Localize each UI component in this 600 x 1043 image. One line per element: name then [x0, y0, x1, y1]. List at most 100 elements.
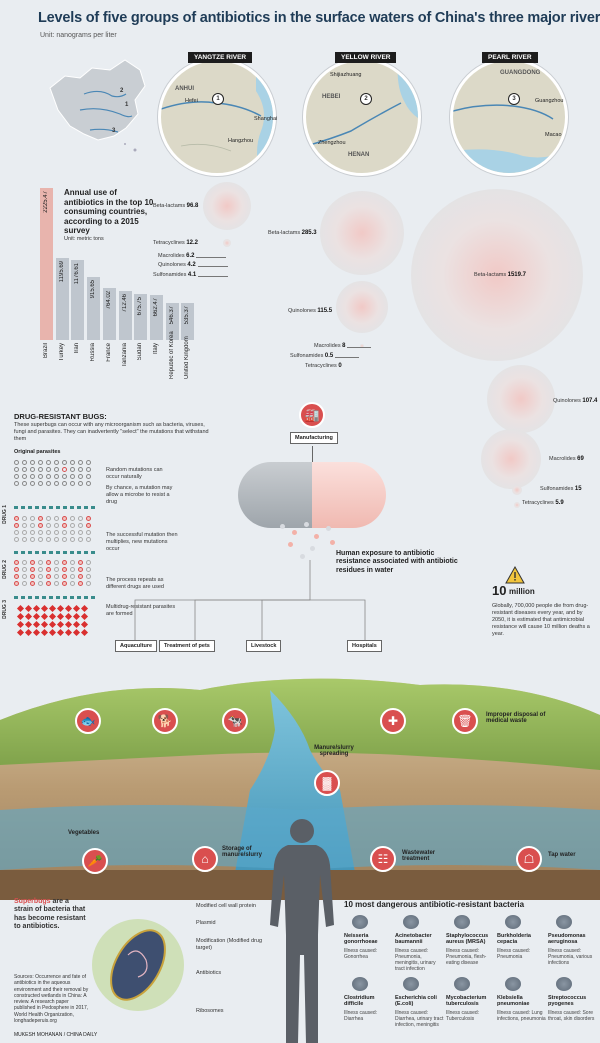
- annual-use-unit: Unit: metric tons: [64, 236, 104, 242]
- hospital-icon: ✚: [380, 708, 406, 734]
- drug-dash: [21, 596, 25, 599]
- bar-italy: [149, 294, 163, 340]
- bubble-pearl-sulfonamides: [512, 485, 522, 495]
- drug-dash: [28, 506, 32, 509]
- parasite: [22, 474, 27, 479]
- leader-line: [196, 257, 226, 258]
- parasite: [46, 581, 51, 586]
- drug-particle: [292, 530, 297, 535]
- parasite: [14, 530, 19, 535]
- overview-marker-2: 2: [120, 88, 124, 94]
- drug-dash: [91, 506, 95, 509]
- parasite: [14, 537, 19, 542]
- bubble-label-p1: Quinolones 107.4: [553, 398, 598, 404]
- vegetables-icon: 🥕: [82, 848, 108, 874]
- parasite: [30, 530, 35, 535]
- step-5: Multidrug-resistant parasites are formed: [106, 604, 176, 617]
- parasite: [86, 537, 91, 542]
- parasite: [30, 474, 35, 479]
- pearl-label: PEARL RIVER: [482, 52, 538, 63]
- drug-dash: [35, 596, 39, 599]
- parasite: [78, 530, 83, 535]
- parasite: [70, 574, 75, 579]
- parasite: [62, 567, 67, 572]
- parasite: [22, 560, 27, 565]
- source-aquaculture: Aquaculture: [115, 640, 158, 652]
- parasite: [14, 523, 19, 528]
- bubble-pearl-macrolides: [481, 429, 541, 489]
- bacterium-icon: [505, 977, 521, 991]
- parasite: [70, 567, 75, 572]
- credit: MUKESH MOHANAN / CHINA DAILY: [14, 1032, 98, 1038]
- drug-particle: [310, 546, 315, 551]
- parasite: [70, 560, 75, 565]
- bubble-label-y4: Sulfonamides 4.1: [153, 272, 197, 278]
- dog-icon: 🐕: [152, 708, 178, 734]
- parasite: [70, 516, 75, 521]
- bubble-label-y2: Macrolides 6.2: [158, 253, 195, 259]
- wastewater-label: Wastewater treatment: [402, 850, 436, 862]
- place-shijiazhuang: Shijiazhuang: [330, 72, 362, 78]
- parasite: [78, 574, 83, 579]
- place-shanghai: Shanghai: [254, 116, 278, 122]
- part-plasmid: Plasmid: [196, 920, 216, 926]
- original-parasites-label: Original parasites: [14, 449, 61, 455]
- bubble-label-y0: Beta-lactams 96.8: [153, 203, 199, 209]
- pill-capsule-left: [238, 462, 312, 528]
- parasite: [22, 567, 27, 572]
- factory-icon: 🏭: [299, 402, 325, 428]
- flow-lines: [134, 560, 366, 640]
- superbug-highlight: Superbugs: [14, 898, 51, 905]
- bacterium-name: Klebsiella pneumoniae: [497, 995, 530, 1008]
- storage-icon: ⌂: [192, 846, 218, 872]
- bacterium-name: Neisseria gonorrhoeae: [344, 933, 378, 946]
- human-silhouette: [270, 819, 334, 1043]
- drug-dash: [77, 596, 81, 599]
- yellow-label: YELLOW RIVER: [335, 52, 397, 63]
- parasite: [14, 516, 19, 521]
- ten-million-text: Globally, 700,000 people die from drug-r…: [492, 603, 590, 637]
- sources-text: Sources: Occurrence and fate of antibiot…: [14, 974, 89, 1024]
- parasite: [22, 516, 27, 521]
- parasite: [54, 516, 59, 521]
- parasite: [30, 574, 35, 579]
- parasite: [70, 481, 75, 486]
- parasite: [78, 537, 83, 542]
- superbug-definition: Superbugs are a strain of bacteria that …: [14, 898, 86, 932]
- bubble-label-p3: Sulfonamides 15: [540, 486, 582, 492]
- parasite: [62, 537, 67, 542]
- drug-dash: [35, 506, 39, 509]
- parasite: [86, 523, 91, 528]
- parasite: [38, 481, 43, 486]
- parasite: [78, 481, 83, 486]
- step-4: The process repeats as different drugs a…: [106, 577, 164, 590]
- parasite: [38, 460, 43, 465]
- drug-dash: [56, 506, 60, 509]
- annual-use-heading: Annual use of antibiotics in the top 10 …: [64, 188, 154, 236]
- parasite: [62, 530, 67, 535]
- parasite: [62, 560, 67, 565]
- drug-particle: [326, 526, 331, 531]
- pearl-marker: 3: [508, 93, 520, 105]
- parasite: [86, 581, 91, 586]
- page-title: Levels of five groups of antibiotics in …: [38, 10, 600, 26]
- drug-dash: [63, 506, 67, 509]
- parasite: [14, 474, 19, 479]
- parasite: [38, 530, 43, 535]
- bubble-pearl-tetracyclines: [514, 502, 520, 508]
- parasite: [22, 523, 27, 528]
- parasite: [22, 481, 27, 486]
- parasite: [46, 560, 51, 565]
- bubble-yangtze-tetracyclines: [223, 239, 231, 247]
- leader-line: [198, 276, 228, 277]
- leader-line: [335, 357, 359, 358]
- parasite: [30, 560, 35, 565]
- parasite: [38, 523, 43, 528]
- parasite: [86, 530, 91, 535]
- yangtze-region: ANHUI: [175, 86, 194, 92]
- source-livestock: Livestock: [246, 640, 282, 652]
- parasite: [78, 560, 83, 565]
- part-cell-wall: Modified cell wall protein: [196, 903, 256, 909]
- drug-resistant-heading: DRUG-RESISTANT BUGS:: [14, 412, 107, 421]
- bacteria-heading: 10 most dangerous antibiotic-resistant b…: [344, 900, 525, 909]
